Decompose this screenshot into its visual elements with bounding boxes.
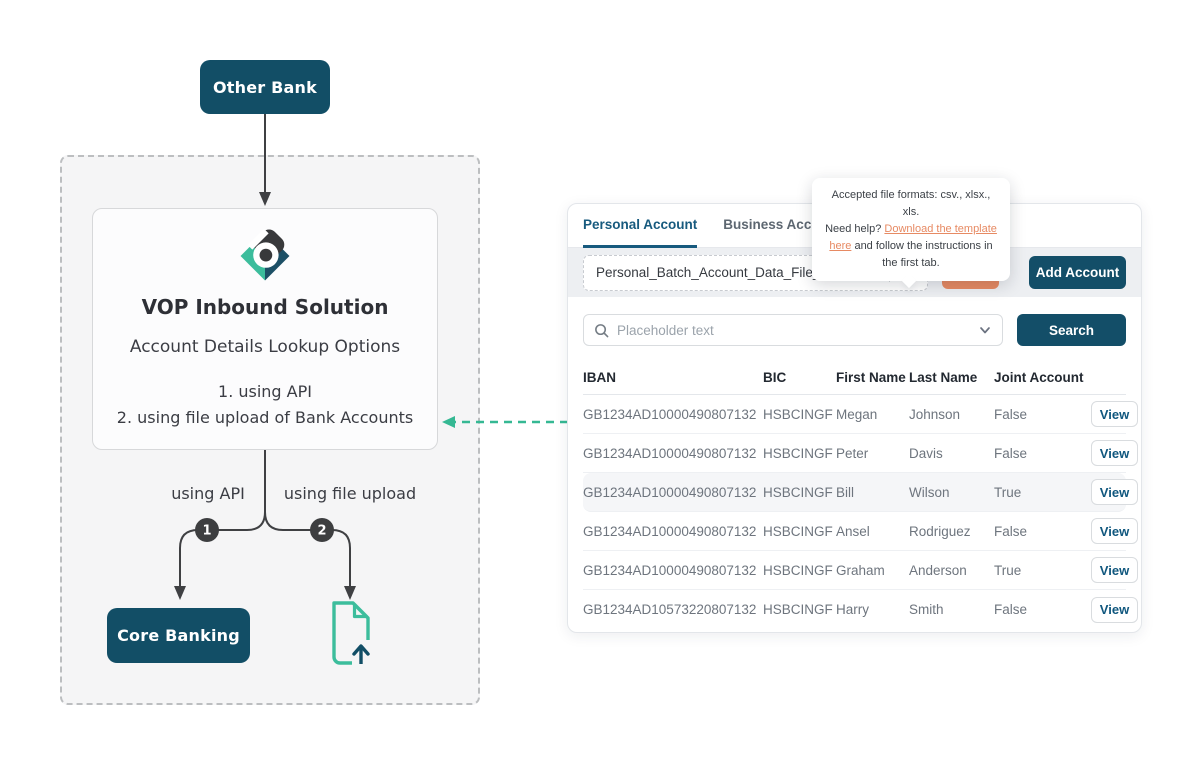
table-row: GB1234AD10000490807132 HSBCINGF Ansel Ro…	[583, 512, 1138, 551]
cell-iban: GB1234AD10000490807132	[583, 406, 757, 422]
cell-last-name: Rodriguez	[909, 523, 971, 539]
cell-last-name: Wilson	[909, 484, 950, 500]
cell-first-name: Ansel	[836, 523, 870, 539]
cell-iban: GB1234AD10000490807132	[583, 484, 757, 500]
cell-iban: GB1234AD10000490807132	[583, 445, 757, 461]
cell-first-name: Megan	[836, 406, 878, 422]
cell-joint-account: True	[994, 562, 1022, 578]
tab-personal-account[interactable]: Personal Account	[583, 204, 698, 248]
solution-option-2: 2. using file upload of Bank Accounts	[116, 407, 414, 427]
cell-joint-account: True	[994, 484, 1022, 500]
brand-logo-icon	[240, 228, 290, 281]
chevron-down-icon[interactable]	[978, 323, 992, 337]
cell-first-name: Graham	[836, 562, 885, 578]
cell-bic: HSBCINGF	[763, 602, 833, 617]
core-banking-node: Core Banking	[107, 608, 250, 663]
cell-joint-account: False	[994, 602, 1028, 617]
cell-joint-account: False	[994, 523, 1028, 539]
table-row: GB1234AD10000490807132 HSBCINGF Megan Jo…	[583, 395, 1138, 434]
cell-bic: HSBCINGF	[763, 562, 833, 578]
search-icon	[595, 323, 609, 337]
view-button[interactable]: View	[1091, 518, 1138, 544]
cell-last-name: Davis	[909, 445, 943, 461]
cell-first-name: Harry	[836, 602, 869, 617]
branch-label-api: using API	[171, 484, 245, 503]
search-button[interactable]: Search	[1017, 314, 1126, 346]
col-header-joint-account: Joint Account	[994, 370, 1084, 385]
cell-bic: HSBCINGF	[763, 484, 833, 500]
table-row: GB1234AD10573220807132 HSBCINGF Harry Sm…	[583, 590, 1138, 629]
cell-joint-account: False	[994, 445, 1028, 461]
cell-first-name: Bill	[836, 484, 855, 500]
tooltip-help-text-after: and follow the instructions in the first…	[851, 240, 993, 270]
col-header-iban: IBAN	[583, 370, 616, 385]
branch-label-file-upload: using file upload	[283, 484, 417, 503]
table-row: GB1234AD10000490807132 HSBCINGF Graham A…	[583, 551, 1138, 590]
cell-bic: HSBCINGF	[763, 406, 833, 422]
tooltip-formats-text: Accepted file formats: csv., xlsx., xls.	[831, 189, 991, 219]
vop-solution-node: VOP Inbound Solution Account Details Loo…	[92, 208, 438, 450]
cell-iban: GB1234AD10573220807132	[583, 602, 757, 617]
uploaded-filename: Personal_Batch_Account_Data_File_Templat…	[596, 265, 866, 280]
tooltip-help-text: Need help?	[825, 223, 885, 236]
search-button-label: Search	[1048, 322, 1095, 338]
col-header-last-name: Last Name	[909, 370, 978, 385]
cell-last-name: Smith	[909, 602, 944, 617]
download-template-link[interactable]: Download the template here	[829, 223, 997, 253]
solution-title: VOP Inbound Solution	[141, 295, 389, 319]
cell-bic: HSBCINGF	[763, 445, 833, 461]
view-button[interactable]: View	[1091, 401, 1138, 427]
col-header-bic: BIC	[763, 370, 787, 385]
solution-subtitle: Account Details Lookup Options	[129, 337, 401, 357]
search-row: Search	[568, 297, 1141, 361]
cell-iban: GB1234AD10000490807132	[583, 562, 757, 578]
tab-personal-account-label: Personal Account	[583, 217, 698, 232]
table-body: GB1234AD10000490807132 HSBCINGF Megan Jo…	[583, 395, 1138, 629]
other-bank-label: Other Bank	[213, 77, 317, 97]
cell-iban: GB1234AD10000490807132	[583, 523, 757, 539]
view-button[interactable]: View	[1091, 440, 1138, 466]
upload-help-tooltip: Accepted file formats: csv., xlsx., xls.…	[812, 178, 1010, 282]
cell-joint-account: False	[994, 406, 1028, 422]
col-header-first-name: First Name	[836, 370, 906, 385]
cell-first-name: Peter	[836, 445, 869, 461]
table-row: GB1234AD10000490807132 HSBCINGF Bill Wil…	[583, 473, 1138, 512]
core-banking-label: Core Banking	[117, 626, 240, 645]
add-account-button-label: Add Account	[1035, 265, 1120, 280]
view-button[interactable]: View	[1091, 596, 1138, 623]
view-button[interactable]: View	[1091, 479, 1138, 505]
add-account-button[interactable]: Add Account	[1029, 256, 1126, 289]
cell-last-name: Johnson	[909, 406, 961, 422]
cell-bic: HSBCINGF	[763, 523, 833, 539]
table-row: GB1234AD10000490807132 HSBCINGF Peter Da…	[583, 434, 1138, 473]
solution-option-1: 1. using API	[218, 382, 312, 401]
search-field[interactable]	[583, 314, 1003, 346]
view-button[interactable]: View	[1091, 557, 1138, 583]
file-input-chip[interactable]: Personal_Batch_Account_Data_File_Templat…	[583, 254, 928, 291]
search-input[interactable]	[617, 322, 978, 338]
other-bank-node: Other Bank	[200, 60, 330, 114]
cell-last-name: Anderson	[909, 562, 967, 578]
accounts-table: IBAN BIC First Name Last Name Joint Acco…	[568, 361, 1141, 629]
table-header-row: IBAN BIC First Name Last Name Joint Acco…	[583, 361, 1126, 395]
